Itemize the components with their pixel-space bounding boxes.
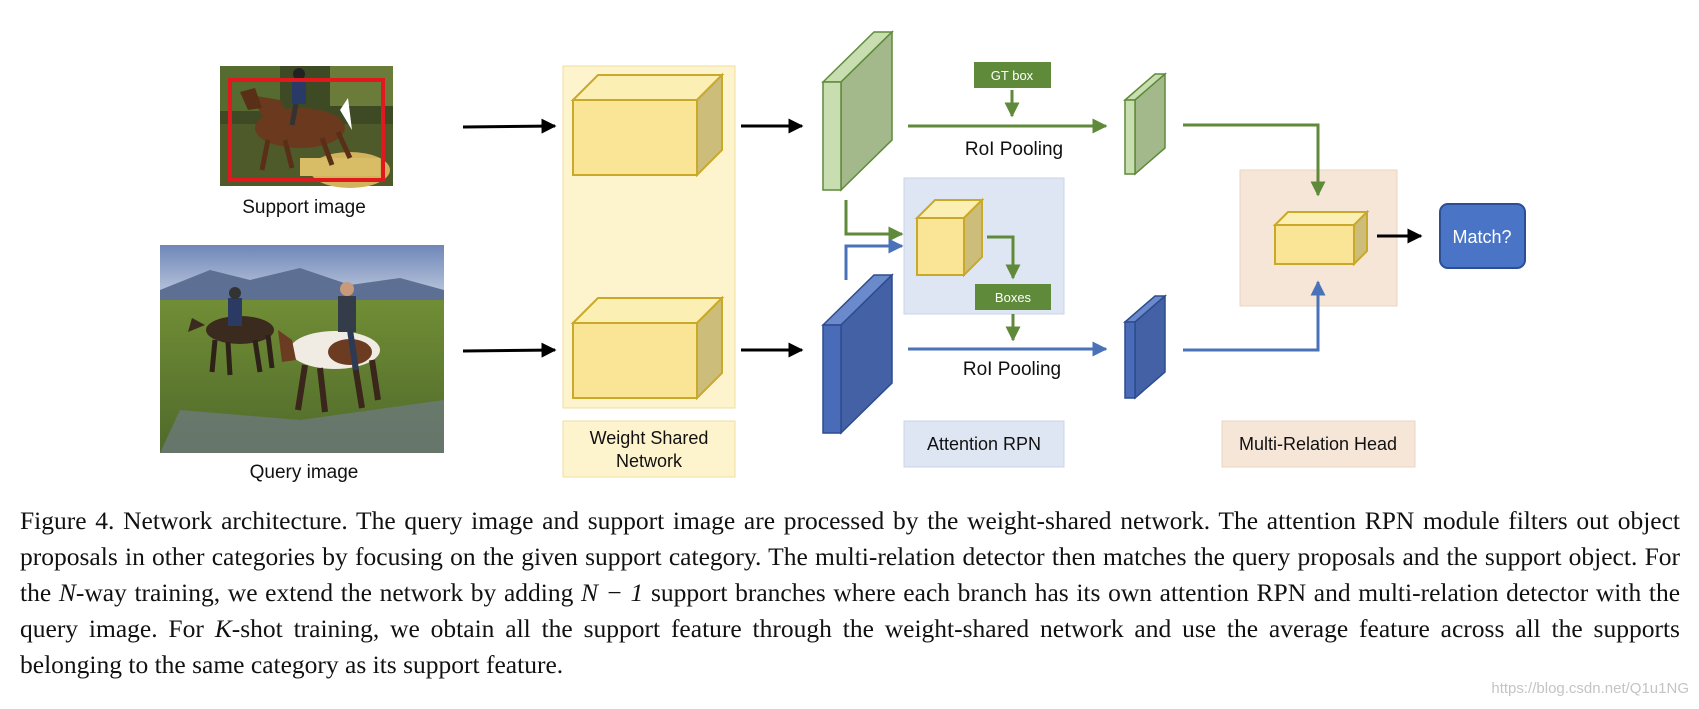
boxes-label: Boxes [995, 290, 1032, 305]
support-image [220, 66, 393, 188]
multi-relation-label: Multi-Relation Head [1239, 434, 1397, 454]
caption-var-n: N [58, 578, 76, 607]
caption-var-n-minus-1: N − 1 [581, 578, 644, 607]
weight-shared-label-line2: Network [616, 451, 683, 471]
attention-rpn-cube [914, 197, 985, 278]
gt-box-label: GT box [991, 68, 1034, 83]
weight-shared-label-line1: Weight Shared [590, 428, 709, 448]
figure-number: Figure 4. [20, 506, 115, 535]
multi-relation-label-box [1221, 420, 1416, 468]
roi-pooling-top-label: RoI Pooling [965, 139, 1063, 160]
query-feature-map [821, 273, 894, 435]
backbone-cube-top [570, 72, 725, 178]
boxes-badge [975, 284, 1051, 310]
match-output-box [1439, 203, 1526, 269]
caption-text-2: -way training, we extend the network by … [75, 578, 582, 607]
multi-relation-cube [1272, 209, 1370, 267]
arrow-attention-to-boxes [987, 235, 1021, 280]
support-feature-map [821, 30, 894, 192]
query-image [160, 245, 444, 453]
caption-var-k: K [214, 614, 232, 643]
support-image-label: Support image [242, 197, 366, 218]
arrow-pooled-support-to-head [1183, 123, 1326, 197]
gt-box-badge [974, 62, 1051, 88]
arrow-query-to-attention [844, 238, 904, 280]
caption-text-3: support branches where each branch has i… [20, 578, 1681, 643]
caption-text-4: -shot training, we obtain all the suppor… [20, 614, 1680, 679]
arrow-pooled-query-to-head [1183, 280, 1326, 352]
arrow-query-to-network [462, 342, 557, 358]
query-image-label: Query image [250, 462, 359, 483]
backbone-cube-bottom [570, 295, 725, 401]
arrow-support-to-attention [844, 200, 904, 242]
watermark-url: https://blog.csdn.net/Q1u1NG [1491, 680, 1689, 697]
arrow-support-to-network [462, 118, 557, 134]
network-architecture-diagram: Support image Query image Weight Shared … [160, 30, 1526, 483]
match-label: Match? [1452, 227, 1511, 247]
gt-bounding-box [228, 78, 385, 182]
attention-rpn-label: Attention RPN [927, 434, 1041, 454]
caption-text-1: Network architecture. The query image an… [20, 506, 1681, 607]
pooled-support-feature [1122, 72, 1168, 176]
attention-rpn-label-box [903, 420, 1065, 468]
pooled-query-feature [1122, 294, 1168, 400]
roi-pooling-bottom-label: RoI Pooling [963, 359, 1061, 380]
weight-shared-label-box [562, 420, 736, 478]
figure-caption: Figure 4. Network architecture. The quer… [20, 503, 1680, 683]
